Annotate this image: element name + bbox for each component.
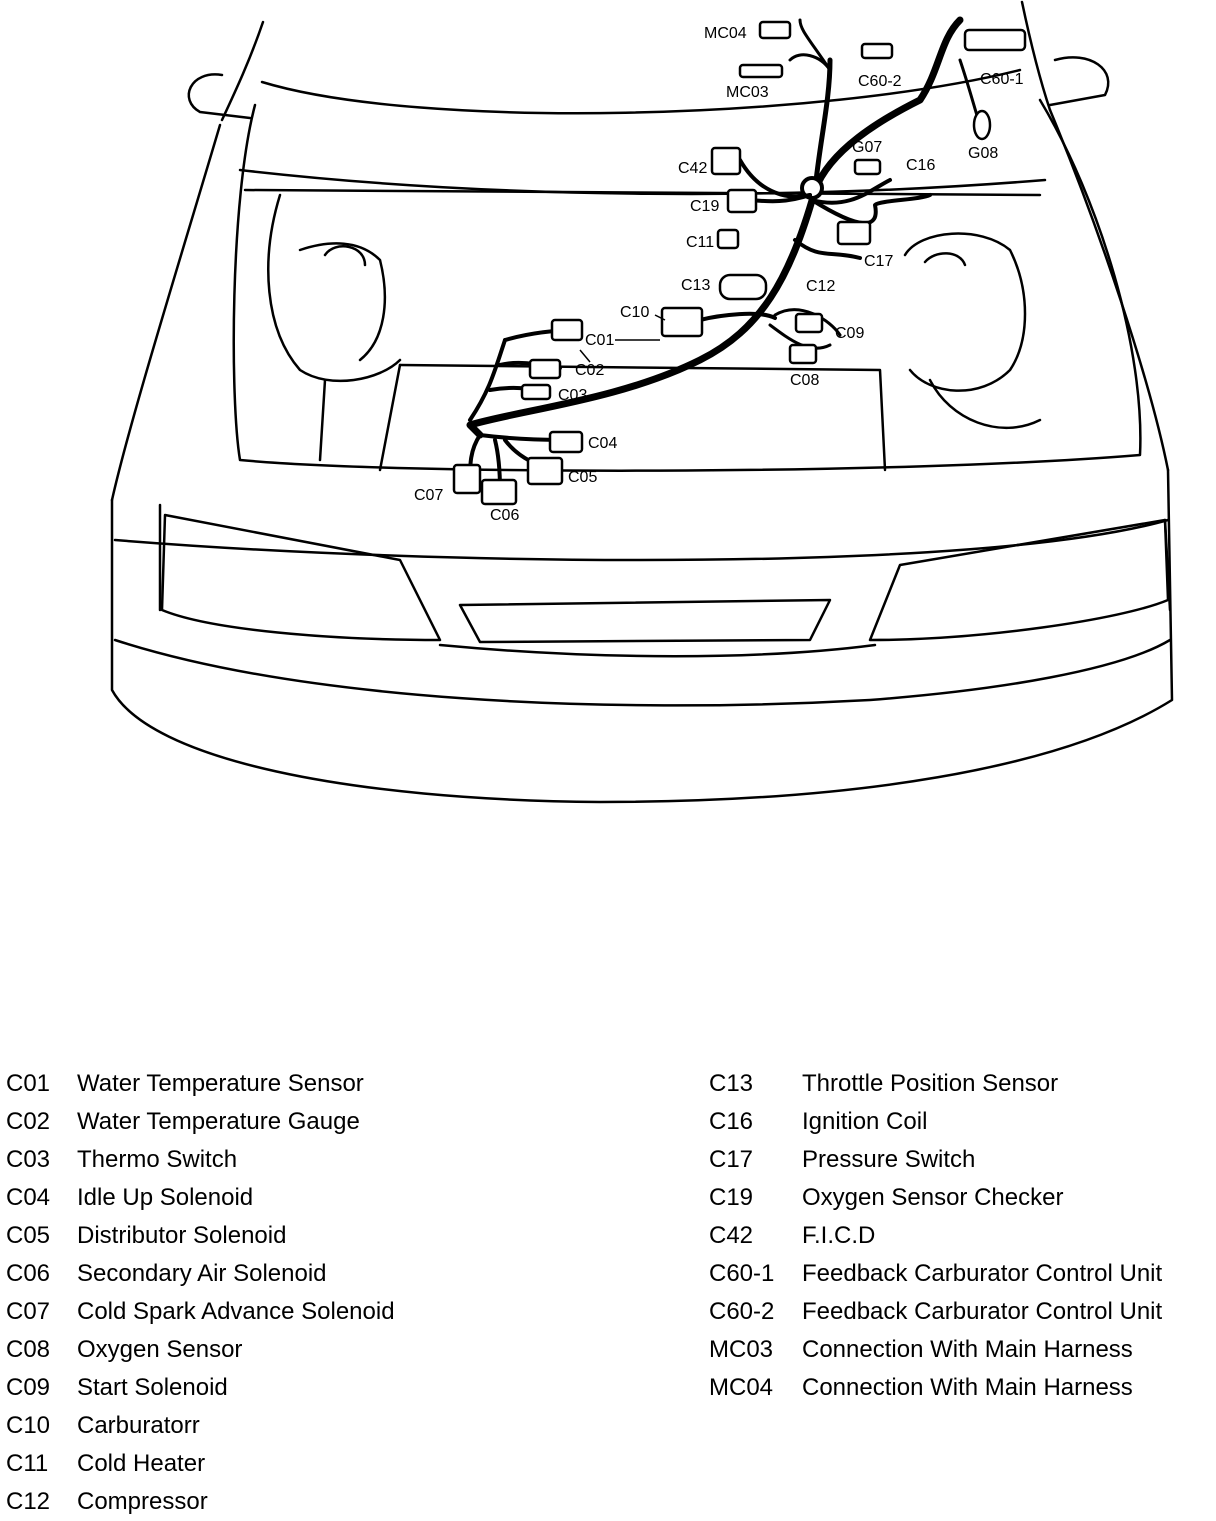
legend-code: C11	[6, 1450, 49, 1477]
legend-description: Ignition Coil	[802, 1108, 928, 1135]
legend-right-column: C13 Throttle Position Sensor C16 Ignition …	[709, 1065, 1216, 1407]
legend-code: C04	[6, 1184, 51, 1211]
legend-item: C01 Water Temperature Sensor	[6, 1065, 606, 1103]
legend-description: Throttle Position Sensor	[802, 1070, 1059, 1097]
legend-code: C03	[6, 1146, 51, 1173]
legend-code: MC03	[709, 1336, 774, 1363]
callout-C16: C16	[906, 157, 935, 174]
legend-code: C09	[6, 1374, 51, 1401]
callout-G07: G07	[852, 139, 882, 156]
legend-item: C08 Oxygen Sensor	[6, 1331, 606, 1369]
callout-C17: C17	[864, 253, 893, 270]
legend-description: Feedback Carburator Control Unit	[802, 1260, 1163, 1287]
legend-item: C16 Ignition Coil	[709, 1103, 1216, 1141]
legend-left-column: C01 Water Temperature Sensor C02 Water Tem…	[6, 1065, 606, 1521]
callout-C09: C09	[835, 325, 864, 342]
legend-description: Thermo Switch	[77, 1146, 238, 1173]
legend-item: C05 Distributor Solenoid	[6, 1217, 606, 1255]
legend-description: Compressor	[77, 1488, 208, 1515]
legend-item: C03 Thermo Switch	[6, 1141, 606, 1179]
legend-item: C60-1 Feedback Carburator Control Unit	[709, 1255, 1216, 1293]
callout-C07: C07	[414, 487, 443, 504]
legend-item: C13 Throttle Position Sensor	[709, 1065, 1216, 1103]
legend-code: C60-2	[709, 1298, 775, 1325]
legend-description: Feedback Carburator Control Unit	[802, 1298, 1163, 1325]
callout-C42: C42	[678, 160, 707, 177]
callout-C02: C02	[575, 362, 604, 379]
legend-code: C42	[709, 1222, 754, 1249]
callout-C04: C04	[588, 435, 617, 452]
legend-description: Oxygen Sensor Checker	[802, 1184, 1064, 1211]
callout-MC03: MC03	[726, 84, 769, 101]
legend-description: Connection With Main Harness	[802, 1374, 1133, 1401]
leader-lines	[579, 314, 666, 363]
callout-C12: C12	[806, 278, 835, 295]
callout-G08: G08	[968, 145, 998, 162]
legend-item: C19 Oxygen Sensor Checker	[709, 1179, 1216, 1217]
legend-item: C10 Carburatorr	[6, 1407, 606, 1445]
legend-item: C09 Start Solenoid	[6, 1369, 606, 1407]
legend-code: C19	[709, 1184, 754, 1211]
legend-code: C02	[6, 1108, 51, 1135]
legend-description: Water Temperature Gauge	[77, 1108, 360, 1135]
legend-item: C17 Pressure Switch	[709, 1141, 1216, 1179]
legend-item: C11 Cold Heater	[6, 1445, 606, 1483]
legend-description: Oxygen Sensor	[77, 1336, 243, 1363]
callout-C60-1: C60-1	[980, 71, 1024, 88]
legend-code: C60-1	[709, 1260, 775, 1287]
callout-MC04: MC04	[704, 25, 747, 42]
legend-description: Cold Heater	[77, 1450, 206, 1477]
legend-code: MC04	[709, 1374, 774, 1401]
legend-description: Secondary Air Solenoid	[77, 1260, 327, 1287]
legend-item: C07 Cold Spark Advance Solenoid	[6, 1293, 606, 1331]
callout-C11: C11	[686, 234, 714, 251]
legend-item: C60-2 Feedback Carburator Control Unit	[709, 1293, 1216, 1331]
legend-item: MC04 Connection With Main Harness	[709, 1369, 1216, 1407]
legend-code: C16	[709, 1108, 754, 1135]
legend-description: Start Solenoid	[77, 1374, 228, 1401]
legend-item: C02 Water Temperature Gauge	[6, 1103, 606, 1141]
legend-description: F.I.C.D	[802, 1222, 876, 1249]
legend-description: Water Temperature Sensor	[77, 1070, 364, 1097]
legend-description: Distributor Solenoid	[77, 1222, 287, 1249]
legend-item: C04 Idle Up Solenoid	[6, 1179, 606, 1217]
legend-code: C12	[6, 1488, 51, 1515]
legend-item: MC03 Connection With Main Harness	[709, 1331, 1216, 1369]
legend-description: Idle Up Solenoid	[77, 1184, 254, 1211]
legend-code: C07	[6, 1298, 51, 1325]
legend-item: C06 Secondary Air Solenoid	[6, 1255, 606, 1293]
callout-C13: C13	[681, 277, 710, 294]
legend-code: C05	[6, 1222, 51, 1249]
legend-code: C10	[6, 1412, 51, 1439]
connector-shapes	[452, 20, 1027, 506]
callout-C60-2: C60-2	[858, 73, 902, 90]
legend-code: C17	[709, 1146, 754, 1173]
legend-item: C12 Compressor	[6, 1483, 606, 1521]
callout-labels: MC04 MC03 C60-2 C60-1 G07 G08 C42 C16 C1…	[414, 25, 1024, 524]
callout-C03: C03	[558, 387, 587, 404]
legend-code: C01	[6, 1070, 51, 1097]
car-body-outline	[110, 0, 1174, 804]
legend-code: C06	[6, 1260, 51, 1287]
legend-code: C08	[6, 1336, 51, 1363]
legend-code: C13	[709, 1070, 754, 1097]
callout-C06: C06	[490, 507, 519, 524]
callout-C19: C19	[690, 198, 719, 215]
wiring-harness-diagram: MC04 MC03 C60-2 C60-1 G07 G08 C42 C16 C1…	[110, 0, 1174, 804]
main-harness	[466, 16, 982, 492]
callout-C10: C10	[620, 304, 649, 321]
legend-description: Connection With Main Harness	[802, 1336, 1133, 1363]
callout-C08: C08	[790, 372, 819, 389]
legend-description: Cold Spark Advance Solenoid	[77, 1298, 395, 1325]
legend-item: C42 F.I.C.D	[709, 1217, 1216, 1255]
callout-C01: C01	[585, 332, 614, 349]
legend-description: Carburatorr	[77, 1412, 200, 1439]
legend-description: Pressure Switch	[802, 1146, 976, 1173]
callout-C05: C05	[568, 469, 597, 486]
